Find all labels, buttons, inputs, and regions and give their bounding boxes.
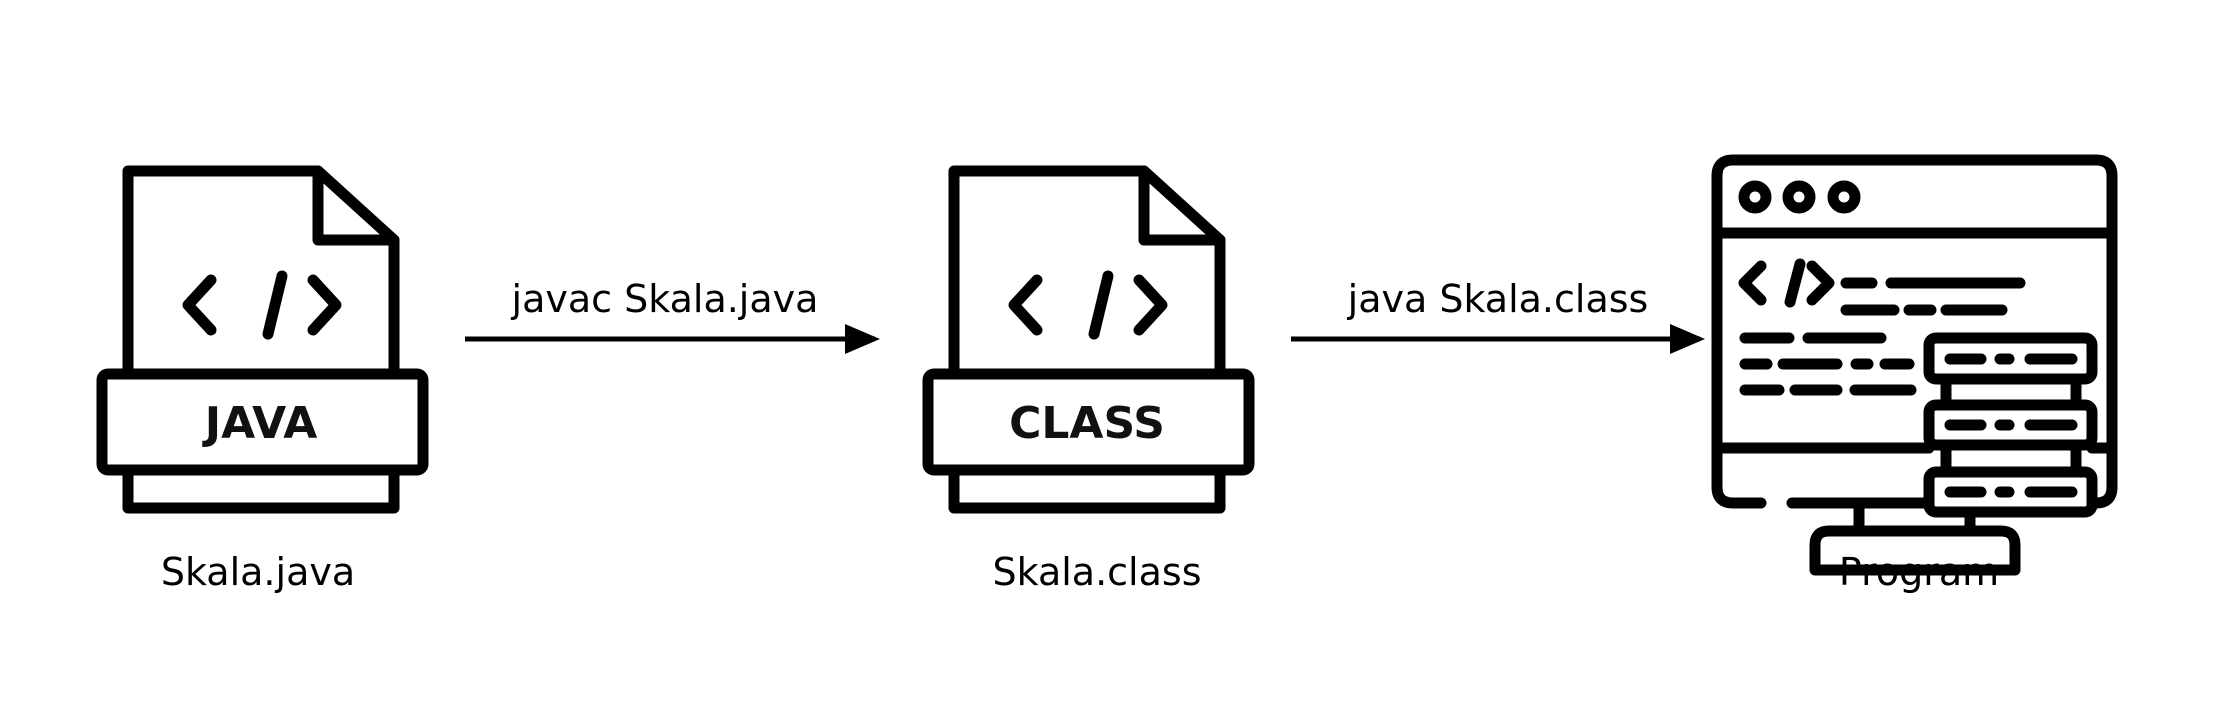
java-band-text: JAVA (202, 398, 318, 449)
program-monitor-server-icon (1711, 154, 2118, 576)
compile-command-label: javac Skala.java (511, 277, 819, 321)
run-command-label: java Skala.class (1347, 277, 1649, 321)
class-file-icon: CLASS (928, 171, 1249, 508)
source-file-label: Skala.java (161, 550, 355, 594)
java-file-icon: JAVA (102, 171, 423, 508)
class-file-label: Skala.class (993, 550, 1202, 594)
program-label: Program (1839, 550, 1999, 594)
class-band-text: CLASS (1009, 398, 1165, 449)
